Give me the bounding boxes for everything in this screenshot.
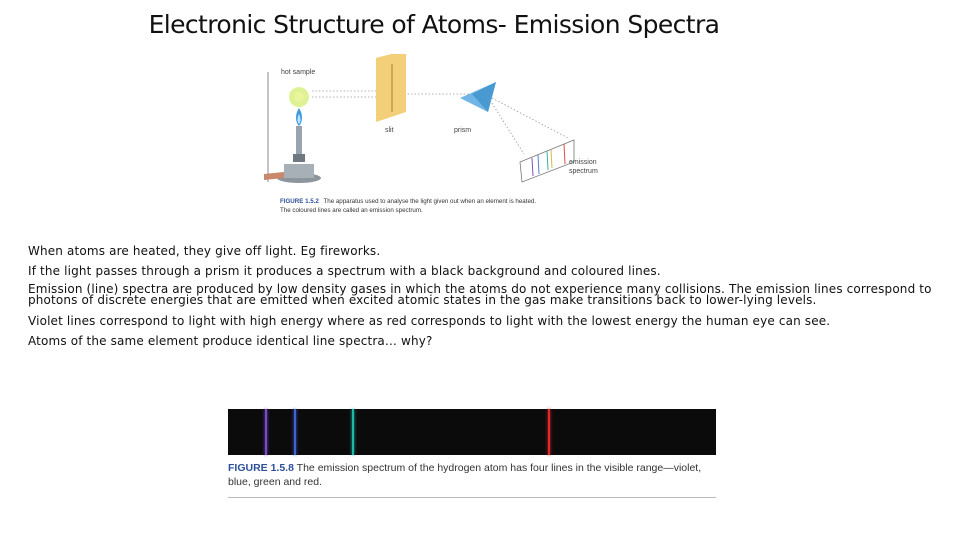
spectrum-line-violet (531, 157, 534, 177)
hot-sample-core (294, 92, 304, 102)
body-text: When atoms are heated, they give off lig… (28, 244, 938, 354)
paragraph-emission: Emission (line) spectra are produced by … (28, 282, 932, 307)
hydrogen-spectrum-figure: FIGURE 1.5.8 The emission spectrum of th… (226, 396, 720, 504)
burner-stand (284, 164, 314, 178)
paragraph-heated: When atoms are heated, they give off lig… (28, 244, 381, 258)
spectrum-line-red (563, 143, 566, 165)
spectrum-label: spectrum (569, 168, 598, 175)
emission-label: emission (569, 159, 597, 166)
hydrogen-spectrum-bar (228, 409, 716, 455)
figure-caption-line1: The apparatus used to analyse the light … (323, 198, 536, 205)
hydrogen-figure-number: FIGURE 1.5.8 (228, 462, 294, 474)
burner-collar (293, 154, 305, 162)
hydrogen-caption-text: The emission spectrum of the hydrogen at… (228, 462, 702, 488)
caption-divider (228, 497, 716, 498)
gas-hose (264, 172, 284, 180)
svg-text:FIGURE 1.5.2 The apparatus: FIGURE 1.5.2 The apparatus used to analy… (280, 198, 536, 205)
spectrum-line-blue (294, 409, 296, 455)
spectrum-line-yellow (550, 149, 553, 169)
apparatus-figure: hot sample slit prism emission spectrum … (264, 54, 598, 214)
paragraph-energy: Violet lines correspond to light with hi… (28, 314, 831, 328)
spectrum-line-red (548, 409, 550, 455)
paragraph-question: Atoms of the same element produce identi… (28, 334, 433, 348)
figure-number: FIGURE 1.5.2 (280, 198, 319, 205)
prism-label: prism (454, 127, 471, 134)
slit-plate (376, 54, 406, 122)
spectrum-line-blue (537, 154, 540, 175)
figure-caption-line2: The coloured lines are called an emissio… (280, 207, 423, 214)
spectrum-line-green (546, 150, 549, 171)
hot-sample-label: hot sample (281, 69, 315, 76)
dispersed-ray-1 (489, 99, 525, 155)
burner-tube (296, 126, 302, 162)
prism-face (472, 82, 496, 112)
slide-title: Electronic Structure of Atoms- Emission … (148, 10, 720, 39)
hydrogen-caption: FIGURE 1.5.8 The emission spectrum of th… (228, 461, 716, 489)
dispersed-ray-2 (491, 97, 569, 139)
paragraph-prism: If the light passes through a prism it p… (28, 264, 661, 278)
flame-inner (297, 114, 301, 124)
spectrum-line-violet (265, 409, 267, 455)
spectrum-line-green (352, 409, 354, 455)
spectrum-screen (519, 139, 575, 183)
slit-label: slit (385, 127, 394, 134)
